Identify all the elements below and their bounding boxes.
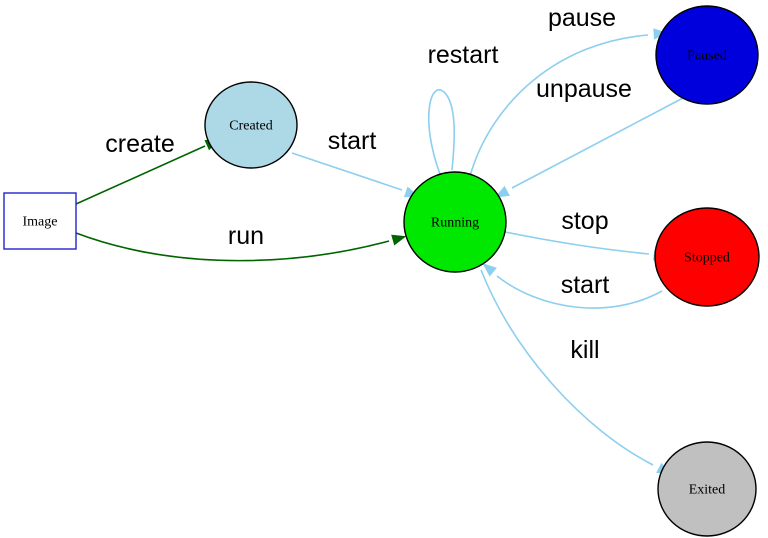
edge-label-unpause: unpause [536,75,632,103]
edge-path-pause [469,34,649,177]
node-image[interactable]: Image [3,192,77,250]
node-shape-exited[interactable] [657,441,757,537]
node-label-running: Running [431,216,479,231]
edge-label-restart: restart [428,41,499,69]
edge-path-start-created [291,152,403,191]
node-exited[interactable]: Exited [657,441,757,537]
edge-label-start-stopped: start [561,271,610,299]
edge-label-stop: stop [561,207,608,235]
edge-label-create: create [105,130,174,158]
node-running[interactable]: Running [403,171,507,273]
node-shape-image[interactable] [3,192,77,250]
edge-run[interactable] [75,231,407,262]
edge-label-kill: kill [570,336,599,364]
node-label-created: Created [229,119,273,134]
edge-path-run [75,232,390,262]
edge-path-restart [428,89,456,175]
edge-path-create [75,145,206,205]
node-stopped[interactable]: Stopped [654,207,760,307]
arrowhead-run [391,234,407,246]
node-label-image: Image [23,215,58,230]
node-paused[interactable]: Paused [655,5,759,105]
edge-unpause[interactable] [493,97,684,202]
edge-stop[interactable] [504,231,668,262]
node-label-paused: Paused [687,49,727,64]
node-created[interactable]: Created [204,81,298,169]
edge-label-start-created: start [328,127,377,155]
node-shape-stopped[interactable] [654,207,760,307]
edge-start-stopped[interactable] [480,260,663,309]
arrowhead-unpause [494,185,510,198]
node-shape-paused[interactable] [655,5,759,105]
node-shape-created[interactable] [204,81,298,169]
edge-path-kill [480,269,654,466]
edge-kill[interactable] [480,269,673,479]
edge-label-pause: pause [548,4,616,32]
edge-path-start-stopped [496,275,663,309]
edge-label-run: run [228,222,264,250]
arrowhead-start-stopped [482,263,497,277]
edge-start-created[interactable] [291,152,420,201]
edge-path-unpause [511,97,684,189]
node-label-exited: Exited [689,483,726,498]
edge-path-stop [504,231,650,255]
node-label-stopped: Stopped [684,251,730,266]
edge-labels-layer: create run start restart pause unpause stop sta… [105,4,632,364]
node-shape-running[interactable] [403,171,507,273]
